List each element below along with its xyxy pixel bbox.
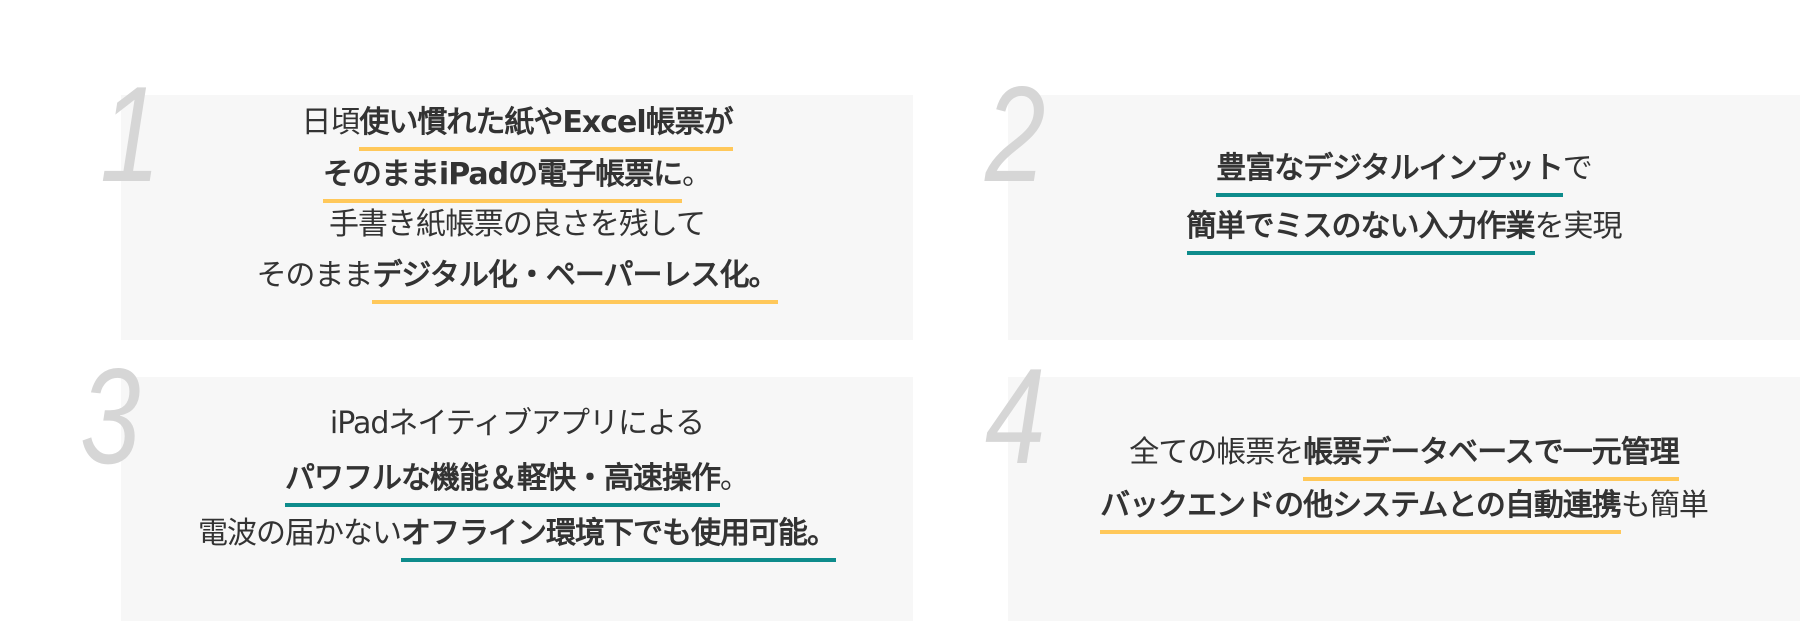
feature-card-3 (121, 377, 913, 621)
body-text: iPadネイティブアプリによる (329, 406, 705, 441)
card-2-text-line: 豊富なデジタルインプットで (1008, 149, 1800, 197)
highlight-text: オフライン環境下でも使用可能。 (401, 514, 837, 562)
body-text: 。 (682, 157, 712, 192)
card-number-4: 4 (985, 340, 1046, 492)
card-number-3: 3 (80, 340, 141, 492)
card-3-text-line: パワフルな機能＆軽快・高速操作。 (121, 459, 913, 507)
body-text: 。 (720, 461, 750, 496)
highlight-text: 豊富なデジタルインプット (1216, 149, 1564, 197)
card-3-text-line: iPadネイティブアプリによる (121, 404, 913, 448)
body-text: も簡単 (1620, 488, 1709, 523)
highlight-text: そのままiPadの電子帳票に (322, 155, 683, 203)
card-number-2: 2 (985, 58, 1046, 210)
body-text: 電波の届かない (198, 516, 402, 551)
card-number-1: 1 (100, 58, 161, 210)
card-4-text-line: バックエンドの他システムとの自動連携も簡単 (1008, 486, 1800, 534)
body-text: で (1562, 151, 1593, 186)
card-1-text-line: 手書き紙帳票の良さを残して (121, 205, 913, 249)
highlight-text: 帳票データベースで一元管理 (1303, 433, 1680, 481)
body-text: そのまま (256, 258, 373, 293)
body-text: を実現 (1534, 209, 1623, 244)
feature-card-1 (121, 95, 913, 340)
body-text: 手書き紙帳票の良さを残して (328, 207, 706, 242)
card-1-text-line: そのままiPadの電子帳票に。 (121, 155, 913, 203)
card-4-text-line: 全ての帳票を帳票データベースで一元管理 (1008, 433, 1800, 481)
card-3-text-line: 電波の届かないオフライン環境下でも使用可能。 (121, 514, 913, 562)
body-text: 全ての帳票を (1129, 435, 1304, 470)
highlight-text: パワフルな機能＆軽快・高速操作 (285, 459, 721, 507)
card-1-text-line: 日頃使い慣れた紙やExcel帳票が (121, 103, 913, 151)
card-1-text-line: そのままデジタル化・ペーパーレス化。 (121, 256, 913, 304)
feature-card-4 (1008, 377, 1800, 621)
highlight-text: 簡単でミスのない入力作業 (1186, 207, 1536, 255)
highlight-text: バックエンドの他システムとの自動連携 (1100, 486, 1622, 534)
body-text: 日頃 (301, 105, 360, 140)
feature-card-2 (1008, 95, 1800, 340)
card-2-text-line: 簡単でミスのない入力作業を実現 (1008, 207, 1800, 255)
highlight-text: 使い慣れた紙やExcel帳票が (359, 103, 734, 151)
highlight-text: デジタル化・ペーパーレス化。 (372, 256, 779, 304)
